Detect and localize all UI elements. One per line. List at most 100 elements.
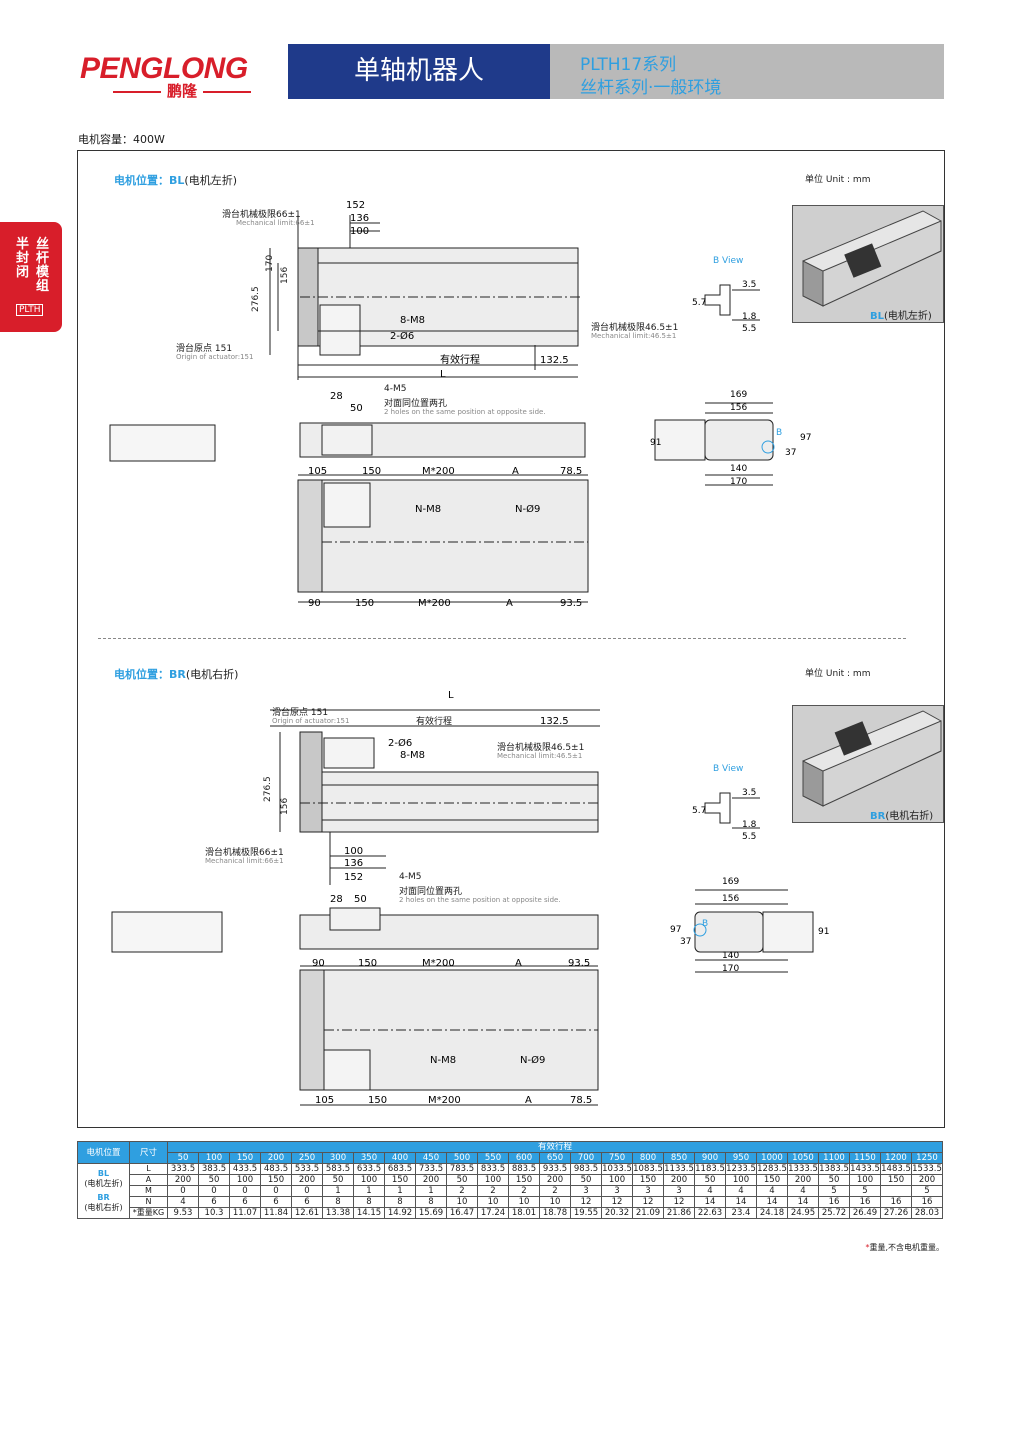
row-label: M — [129, 1185, 168, 1197]
br-mech-limit-left-en: Mechanical limit:66±1 — [205, 857, 284, 865]
br-side-view-drawing: L 132.5 100 136 152 2-Ø6 8-M8 — [270, 690, 600, 885]
table-cell: 19.55 — [570, 1207, 602, 1219]
dim-m-200: M*200 — [422, 466, 455, 477]
table-cell: 200 — [291, 1174, 323, 1186]
dim-a-bot: A — [506, 598, 513, 609]
table-cell: 14.15 — [353, 1207, 385, 1219]
stroke-header-cell: 1050 — [787, 1152, 819, 1164]
table-cell: 150 — [880, 1174, 912, 1186]
br-dim-140-end: 140 — [722, 951, 739, 961]
bl-top-view-drawing: 28 50 105 150 M*200 A 78.5 N-M8 N-Ø9 90 … — [109, 391, 589, 609]
stroke-header-cell: 700 — [570, 1152, 602, 1164]
table-cell: 2 — [446, 1185, 478, 1197]
table-cell: 200 — [787, 1174, 819, 1186]
row-label: A — [129, 1174, 168, 1186]
table-cell: 14 — [725, 1196, 757, 1208]
stroke-header-cell: 1100 — [818, 1152, 850, 1164]
bl-end-view-drawing: 169 156 140 170 91 97 37 B — [650, 390, 811, 487]
br-dim-5-5: 5.5 — [742, 832, 756, 842]
position-br: BR — [97, 1193, 110, 1202]
stroke-header-cell: 250 — [291, 1152, 323, 1164]
table-cell: 21.09 — [632, 1207, 664, 1219]
table-cell: 533.5 — [291, 1163, 323, 1175]
table-cell: 200 — [415, 1174, 447, 1186]
table-cell: 25.72 — [818, 1207, 850, 1219]
dim-140-end: 140 — [730, 464, 747, 474]
br-top-view-drawing: 28 50 90 150 M*200 A 93.5 N-M8 N-Ø9 105 … — [111, 894, 599, 1106]
dim-100: 100 — [350, 226, 369, 237]
stroke-header-cell: 1150 — [849, 1152, 881, 1164]
stroke-header-cell: 950 — [725, 1152, 757, 1164]
dim-136: 136 — [350, 213, 369, 224]
table-cell: 150 — [756, 1174, 788, 1186]
table-cell: 12 — [663, 1196, 695, 1208]
page-title: 单轴机器人 — [288, 44, 550, 99]
section-br-title: 电机位置：BR(电机右折) — [114, 668, 239, 681]
dim-28: 28 — [330, 391, 343, 402]
br-dim-156-end: 156 — [722, 894, 739, 904]
table-cell: 2 — [539, 1185, 571, 1197]
table-cell: 50 — [818, 1174, 850, 1186]
table-cell: 3 — [632, 1185, 664, 1197]
table-cell: 1 — [353, 1185, 385, 1197]
table-cell: 11.07 — [229, 1207, 261, 1219]
table-cell: 22.63 — [694, 1207, 726, 1219]
table-cell: 13.38 — [322, 1207, 354, 1219]
dim-5-7: 5.7 — [692, 298, 706, 308]
table-cell: 1433.5 — [849, 1163, 881, 1175]
table-header-row: 电机位置尺寸有效行程 — [77, 1141, 943, 1164]
category-code: PLTH — [16, 304, 44, 316]
table-cell: 8 — [415, 1196, 447, 1208]
table-cell: 150 — [508, 1174, 540, 1186]
row-label: N — [129, 1196, 168, 1208]
br-dim-93-5: 93.5 — [568, 958, 590, 969]
holes-opposite-en: 2 holes on the same position at opposite… — [384, 408, 546, 416]
product-photo-br — [792, 705, 944, 823]
table-cell: 4 — [694, 1185, 726, 1197]
br-mech-limit-right-en: Mechanical limit:46.5±1 — [497, 752, 583, 760]
table-cell: 14 — [756, 1196, 788, 1208]
table-cell: 200 — [539, 1174, 571, 1186]
table-cell: 150 — [260, 1174, 292, 1186]
table-cell: 1133.5 — [663, 1163, 695, 1175]
category-tab-col2: 丝杆模组 — [36, 237, 50, 294]
table-cell: 4 — [756, 1185, 788, 1197]
holes-opposite-cn: 对面同位置两孔 — [384, 399, 448, 409]
holes-4-m5: 4-M5 — [384, 384, 407, 394]
stroke-header-cell: 800 — [632, 1152, 664, 1164]
bl-mech-limit-left: 滑台机械极限66±1 — [222, 210, 301, 220]
table-cell: 12 — [601, 1196, 633, 1208]
table-cell: 4 — [725, 1185, 757, 1197]
category-tab-col1: 半封闭 — [16, 237, 30, 280]
table-cell: 6 — [198, 1196, 230, 1208]
table-cell — [880, 1185, 912, 1197]
br-dim-a-bot: A — [525, 1095, 532, 1106]
footnote: *重量,不含电机重量。 — [865, 1243, 944, 1252]
table-cell: 16 — [818, 1196, 850, 1208]
table-cell: 15.69 — [415, 1207, 447, 1219]
table-cell: 1083.5 — [632, 1163, 664, 1175]
table-cell: 18.78 — [539, 1207, 571, 1219]
table-cell: 1 — [415, 1185, 447, 1197]
dim-150: 150 — [362, 466, 381, 477]
br-dim-150: 150 — [358, 958, 377, 969]
table-cell: 3 — [663, 1185, 695, 1197]
table-cell: 933.5 — [539, 1163, 571, 1175]
br-dim-3-5: 3.5 — [742, 788, 756, 798]
table-cell: 16 — [849, 1196, 881, 1208]
stroke-header-cell: 1200 — [880, 1152, 912, 1164]
br-mech-limit-right: 滑台机械极限46.5±1 — [497, 743, 585, 753]
table-cell: 10 — [446, 1196, 478, 1208]
table-cell: 1383.5 — [818, 1163, 850, 1175]
product-photo-bl-render — [802, 210, 942, 307]
bl-mech-limit-right-en: Mechanical limit:46.5±1 — [591, 332, 677, 340]
table-cell: 1233.5 — [725, 1163, 757, 1175]
br-dim-5-7: 5.7 — [692, 806, 706, 816]
hole-n-d9: N-Ø9 — [515, 503, 540, 515]
b-view-drawing: 3.5 1.8 5.5 5.7 — [692, 280, 760, 334]
table-cell: 18.01 — [508, 1207, 540, 1219]
table-cell: 1283.5 — [756, 1163, 788, 1175]
table-cell: 20.32 — [601, 1207, 633, 1219]
table-cell: 2 — [477, 1185, 509, 1197]
